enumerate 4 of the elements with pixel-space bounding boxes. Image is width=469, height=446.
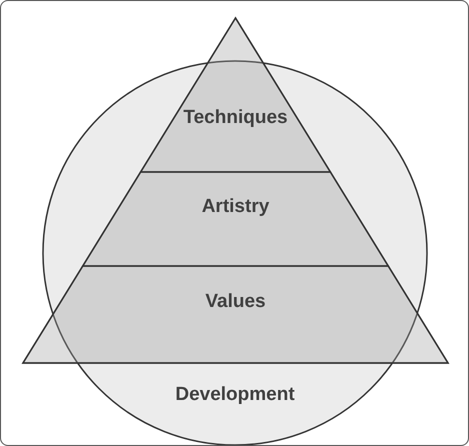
circle-label: Development (175, 384, 295, 406)
band-label: Artistry (202, 196, 270, 218)
band-label: Values (205, 291, 266, 313)
band-label: Techniques (183, 107, 288, 129)
